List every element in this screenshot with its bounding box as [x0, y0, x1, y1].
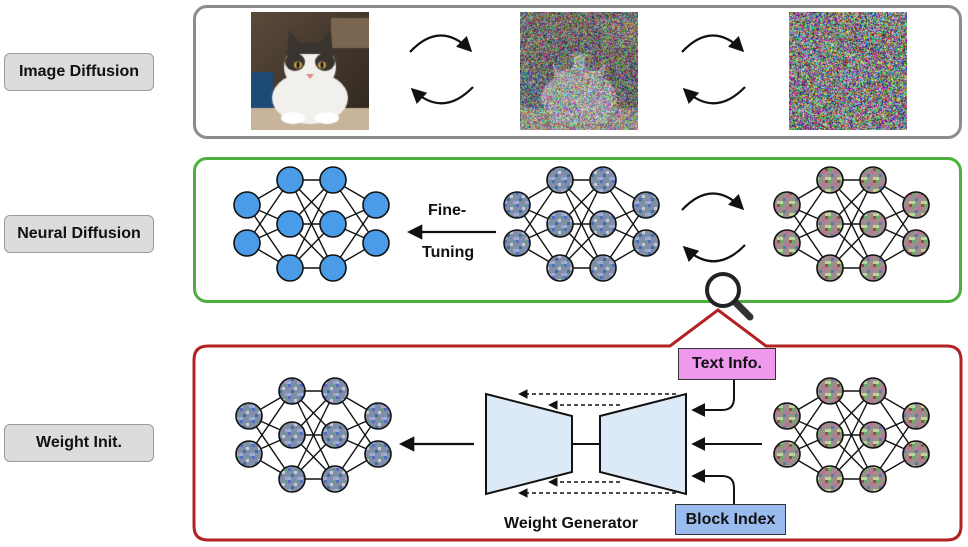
network-node: [859, 166, 887, 194]
network-node: [321, 465, 349, 493]
network-node: [364, 440, 392, 468]
network-node: [902, 440, 930, 468]
network-node: [632, 191, 660, 219]
network-node: [276, 166, 304, 194]
noisy-cat-image: [520, 12, 638, 130]
network-node: [362, 229, 390, 257]
network-node: [233, 229, 261, 257]
weight-generator-label: Weight Generator: [504, 515, 638, 532]
network-node: [816, 421, 844, 449]
network-node: [278, 421, 306, 449]
network-generated: [235, 377, 392, 493]
network-node: [235, 440, 263, 468]
row-label-neural-diffusion: Neural Diffusion: [4, 215, 154, 253]
network-node: [319, 254, 347, 282]
image-diffusion-panel: [193, 5, 962, 139]
network-noisy-2: [773, 377, 930, 493]
network-pretrained: [503, 166, 660, 282]
pure-noise-image: [789, 12, 907, 130]
network-node: [546, 166, 574, 194]
network-node: [859, 421, 887, 449]
block-index-box: Block Index: [675, 504, 786, 535]
cycle-arrows-2: [681, 34, 746, 105]
cycle-arrows-1: [409, 34, 474, 105]
network-node: [902, 402, 930, 430]
network-node: [816, 166, 844, 194]
network-node: [589, 254, 617, 282]
network-node: [859, 377, 887, 405]
network-node: [321, 421, 349, 449]
network-node: [589, 166, 617, 194]
network-node: [632, 229, 660, 257]
network-node: [546, 210, 574, 238]
network-node: [902, 191, 930, 219]
network-node: [362, 191, 390, 219]
network-node: [276, 210, 304, 238]
generator-input-arrows: [691, 378, 762, 506]
network-node: [816, 377, 844, 405]
skip-connection-arrows: [518, 389, 676, 498]
cycle-arrows-3: [681, 192, 746, 263]
network-node: [859, 465, 887, 493]
network-node: [902, 229, 930, 257]
row-label-weight-init: Weight Init.: [4, 424, 154, 462]
network-node: [859, 254, 887, 282]
network-node: [503, 191, 531, 219]
network-node: [589, 210, 617, 238]
text-info-box: Text Info.: [678, 348, 776, 380]
network-node: [816, 210, 844, 238]
network-node: [773, 402, 801, 430]
network-node: [321, 377, 349, 405]
cat-photo-image: [251, 12, 369, 130]
network-node: [859, 210, 887, 238]
network-node: [773, 229, 801, 257]
magnifier-icon: [705, 272, 754, 321]
network-node: [235, 402, 263, 430]
network-node: [816, 465, 844, 493]
neural-diffusion-panel: [193, 157, 962, 303]
network-node: [278, 377, 306, 405]
network-noisy-1: [773, 166, 930, 282]
network-node: [816, 254, 844, 282]
network-finetuned: [233, 166, 390, 282]
fine-tuning-line1: Fine-: [428, 202, 467, 219]
row-label-image-diffusion: Image Diffusion: [4, 53, 154, 91]
network-node: [278, 465, 306, 493]
weight-init-panel: [192, 308, 963, 542]
network-node: [319, 210, 347, 238]
decoder-trapezoid: [599, 392, 687, 496]
fine-tuning-line2: Tuning: [422, 244, 475, 261]
encoder-trapezoid: [485, 392, 573, 496]
network-node: [773, 440, 801, 468]
network-node: [503, 229, 531, 257]
network-node: [364, 402, 392, 430]
network-node: [546, 254, 574, 282]
network-node: [319, 166, 347, 194]
network-node: [233, 191, 261, 219]
network-node: [773, 191, 801, 219]
network-node: [276, 254, 304, 282]
